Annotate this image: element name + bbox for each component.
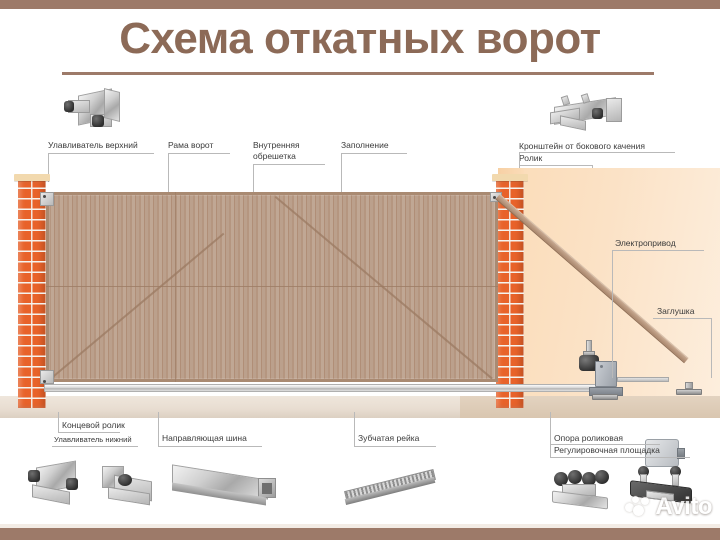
leader-roller-v [519, 152, 520, 180]
leader-roller-support-v [550, 412, 551, 457]
electric-drive-shaft [617, 377, 669, 382]
gate-vertical-post [175, 192, 176, 382]
label-gate-frame: Рама ворот [168, 140, 214, 150]
label-end-roller: Концевой ролик [62, 420, 125, 430]
end-cap-part [645, 439, 685, 467]
guide-rail-beam [44, 384, 604, 392]
leader-end-roller-h [58, 432, 120, 433]
leader-toothed-rack-h [354, 446, 436, 447]
roller-support-photo [550, 466, 620, 514]
label-side-sway-bracket: Кронштейн от бокового качения [519, 141, 645, 151]
label-inner-lathing-line1: Внутренняя [253, 140, 300, 150]
bottom-accent-bar [0, 528, 720, 540]
leader-roller-support-h [550, 444, 660, 445]
gate-scene [0, 168, 720, 467]
label-end-cap: Заглушка [657, 306, 695, 316]
side-sway-bracket-photo [548, 88, 628, 136]
guide-rail-photo [172, 464, 284, 510]
toothed-rack-photo [344, 469, 444, 508]
leader-infill-h [341, 153, 407, 154]
adjusting-platform-photo [626, 464, 702, 514]
pillar-cap-left [14, 174, 50, 181]
label-toothed-rack: Зубчатая рейка [358, 433, 420, 443]
leader-lower-catcher-h [52, 446, 138, 447]
leader-electric-drive-h [612, 250, 704, 251]
label-guide-rail: Направляющая шина [162, 433, 247, 443]
electric-drive-body [595, 361, 617, 387]
end-cap-tab [677, 448, 685, 459]
label-infill: Заполнение [341, 140, 389, 150]
ground-strip-right [460, 396, 720, 418]
roller-support-mid [592, 394, 618, 408]
avito-logo-icon [625, 496, 651, 518]
bottom-light-line [0, 524, 720, 528]
top-accent-bar [0, 0, 720, 9]
roller-part [578, 340, 600, 374]
leader-adjusting-platform-h [550, 457, 690, 458]
title-underline [62, 72, 654, 75]
gate-mid-rail [46, 286, 498, 287]
electric-drive-indicator [600, 365, 603, 368]
brick-pillar-left [18, 180, 46, 408]
label-roller: Ролик [519, 153, 543, 163]
leader-side-sway-h [519, 152, 675, 153]
end-roller-photo [98, 464, 158, 510]
upper-catcher-photo [60, 88, 130, 136]
leader-guide-rail-h [158, 446, 262, 447]
leader-inner-lathing-v [253, 164, 254, 201]
label-electric-drive: Электропривод [615, 238, 676, 248]
leader-upper-catcher-v [48, 153, 49, 182]
roller-support-right [676, 382, 702, 396]
label-inner-lathing-line2: обрешетка [253, 151, 296, 161]
gate-leaf-panel [46, 192, 498, 382]
leader-gate-frame-h [168, 153, 230, 154]
leader-electric-drive-v [612, 250, 613, 378]
lower-catcher-photo [22, 460, 92, 510]
label-upper-catcher: Улавливатель верхний [48, 140, 138, 150]
pillar-cap-right [492, 174, 528, 181]
avito-watermark-text: Avito [655, 493, 712, 520]
lower-catcher-part [40, 370, 54, 384]
leader-end-roller-v [58, 412, 59, 432]
leader-inner-lathing-h [253, 164, 325, 165]
leader-guide-rail-v [158, 412, 159, 446]
leader-infill-v [341, 153, 342, 192]
leader-toothed-rack-v [354, 412, 355, 446]
label-lower-catcher: Улавливатель нижний [54, 435, 132, 444]
leader-end-cap-h [653, 318, 711, 319]
page-title: Схема откатных ворот [119, 14, 601, 63]
leader-upper-catcher-h [48, 153, 154, 154]
label-roller-support: Опора роликовая [554, 433, 624, 443]
roller-wheel [579, 355, 599, 371]
upper-catcher-part [40, 192, 54, 206]
label-adjusting-platform: Регулировочная площадка [554, 445, 660, 455]
leader-gate-frame-v [168, 153, 169, 192]
leader-roller-h [519, 165, 593, 166]
leader-end-cap-v [711, 318, 712, 378]
avito-watermark: Avito [625, 492, 712, 522]
